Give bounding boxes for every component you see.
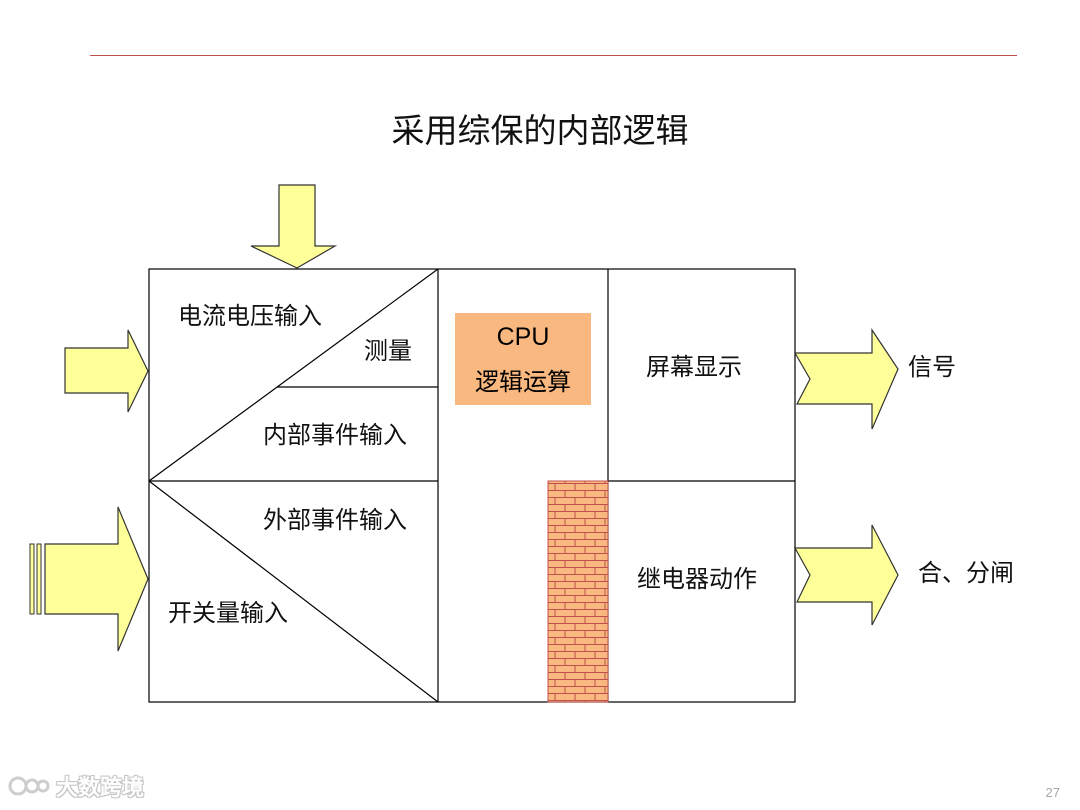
open-close-label: 合、分闸 [918, 559, 1014, 587]
current-voltage-input-label: 电流电压输入 [178, 302, 322, 330]
internal-events-label: 内部事件输入 [263, 421, 407, 449]
measurement-label: 测量 [364, 337, 412, 365]
slide-title: 采用综保的内部逻辑 [391, 111, 689, 150]
watermark-logo-icon [8, 776, 50, 796]
top-input-arrow [250, 184, 338, 269]
left-input-arrow-upper [64, 329, 149, 413]
watermark: 大数跨境 [8, 770, 144, 802]
relay-action-label: 继电器动作 [637, 565, 757, 593]
cpu-box: CPU 逻辑运算 [455, 313, 591, 405]
signal-label: 信号 [908, 353, 956, 381]
page-number: 27 [1045, 785, 1060, 800]
switch-quantity-label: 开关量输入 [168, 599, 288, 627]
screen-display-label: 屏幕显示 [646, 353, 742, 381]
diagonal-upper [148, 268, 439, 482]
diagonal-lower [148, 480, 439, 703]
brick-wall [547, 480, 609, 703]
top-rule [90, 55, 1017, 56]
left-input-arrow-lower [29, 506, 149, 652]
cpu-title: CPU [496, 323, 550, 351]
breaker-output-arrow [793, 524, 899, 626]
signal-output-arrow [793, 328, 899, 430]
external-events-label: 外部事件输入 [263, 506, 407, 534]
cpu-subtitle: 逻辑运算 [475, 368, 571, 396]
watermark-text: 大数跨境 [56, 776, 145, 801]
